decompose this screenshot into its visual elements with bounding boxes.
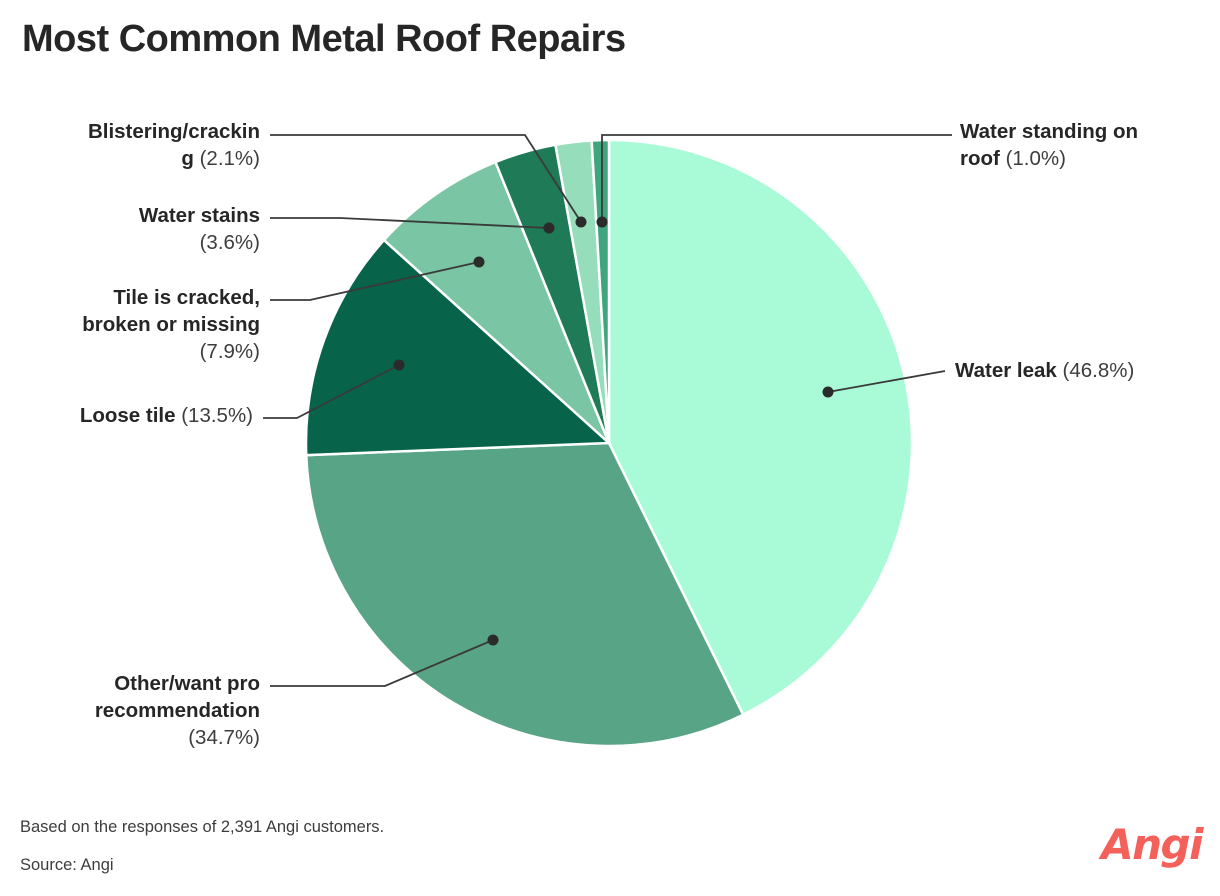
pie-slice[interactable] bbox=[382, 160, 611, 444]
leader-dot-tile-cracked bbox=[473, 256, 485, 268]
slice-label-water-leak: Water leak (46.8%) bbox=[955, 357, 1215, 384]
slice-label-tile-cracked-pct: (7.9%) bbox=[199, 340, 260, 363]
slice-label-water-standing-line2: roof bbox=[960, 147, 1000, 170]
leader-line-blistering bbox=[270, 134, 582, 223]
slice-label-water-stains-pct: (3.6%) bbox=[199, 231, 260, 254]
leader-dot-other-pro bbox=[487, 634, 499, 646]
slice-label-other-pro-line2: recommendation bbox=[94, 699, 260, 722]
slice-label-other-pro-line1: Other/want pro bbox=[114, 672, 260, 695]
slice-label-tile-cracked-line1: Tile is cracked, bbox=[113, 286, 260, 309]
leader-dot-loose-tile bbox=[393, 359, 405, 371]
slice-label-loose-tile-pct: (13.5%) bbox=[181, 404, 253, 427]
leader-dot-water-stains bbox=[543, 222, 555, 234]
slice-label-other-pro: Other/want pro recommendation (34.7%) bbox=[10, 670, 260, 751]
slice-label-water-standing-line1: Water standing on bbox=[960, 120, 1139, 143]
slice-label-water-leak-name: Water leak bbox=[955, 359, 1057, 382]
slice-label-water-stains-name: Water stains bbox=[138, 204, 260, 227]
pie-slice[interactable] bbox=[607, 138, 914, 717]
slice-label-water-standing: Water standing on roof (1.0%) bbox=[960, 118, 1215, 172]
slice-label-blistering-line1: Blistering/crackin bbox=[87, 120, 260, 143]
slice-label-loose-tile-name: Loose tile bbox=[79, 404, 176, 427]
leader-dot-water-standing bbox=[596, 216, 608, 228]
slice-label-tile-cracked-line2: broken or missing bbox=[82, 313, 260, 336]
page-title: Most Common Metal Roof Repairs bbox=[22, 18, 626, 60]
leader-line-other-pro bbox=[270, 639, 494, 687]
leader-line-loose-tile bbox=[263, 364, 400, 419]
slice-label-tile-cracked: Tile is cracked, broken or missing (7.9%… bbox=[10, 284, 260, 365]
leader-line-water-standing bbox=[601, 134, 952, 222]
slice-label-other-pro-pct: (34.7%) bbox=[188, 726, 260, 749]
slice-label-blistering-line2: g bbox=[181, 147, 194, 170]
angi-logo: Angi bbox=[1101, 820, 1203, 869]
pie-slice[interactable] bbox=[304, 238, 613, 457]
pie-slice[interactable] bbox=[590, 138, 611, 444]
leader-dot-water-leak bbox=[822, 386, 834, 398]
slice-label-blistering-pct: (2.1%) bbox=[199, 147, 260, 170]
slice-label-water-stains: Water stains (3.6%) bbox=[10, 202, 260, 256]
leader-line-tile-cracked bbox=[270, 261, 480, 301]
footnote-responses: Based on the responses of 2,391 Angi cus… bbox=[20, 818, 385, 836]
leader-lines-group bbox=[263, 134, 952, 687]
leader-line-water-stains bbox=[270, 217, 550, 229]
pie-slices-group bbox=[304, 138, 914, 748]
slice-label-water-leak-pct: (46.8%) bbox=[1062, 359, 1135, 382]
slice-label-loose-tile: Loose tile (13.5%) bbox=[10, 402, 253, 429]
slice-label-water-standing-pct: (1.0%) bbox=[1005, 147, 1066, 170]
slice-label-blistering: Blistering/crackin g (2.1%) bbox=[10, 118, 260, 172]
pie-slice[interactable] bbox=[304, 441, 745, 748]
leader-dot-blistering bbox=[575, 216, 587, 228]
leader-line-water-leak bbox=[827, 370, 946, 393]
footnote-source: Source: Angi bbox=[20, 856, 114, 874]
